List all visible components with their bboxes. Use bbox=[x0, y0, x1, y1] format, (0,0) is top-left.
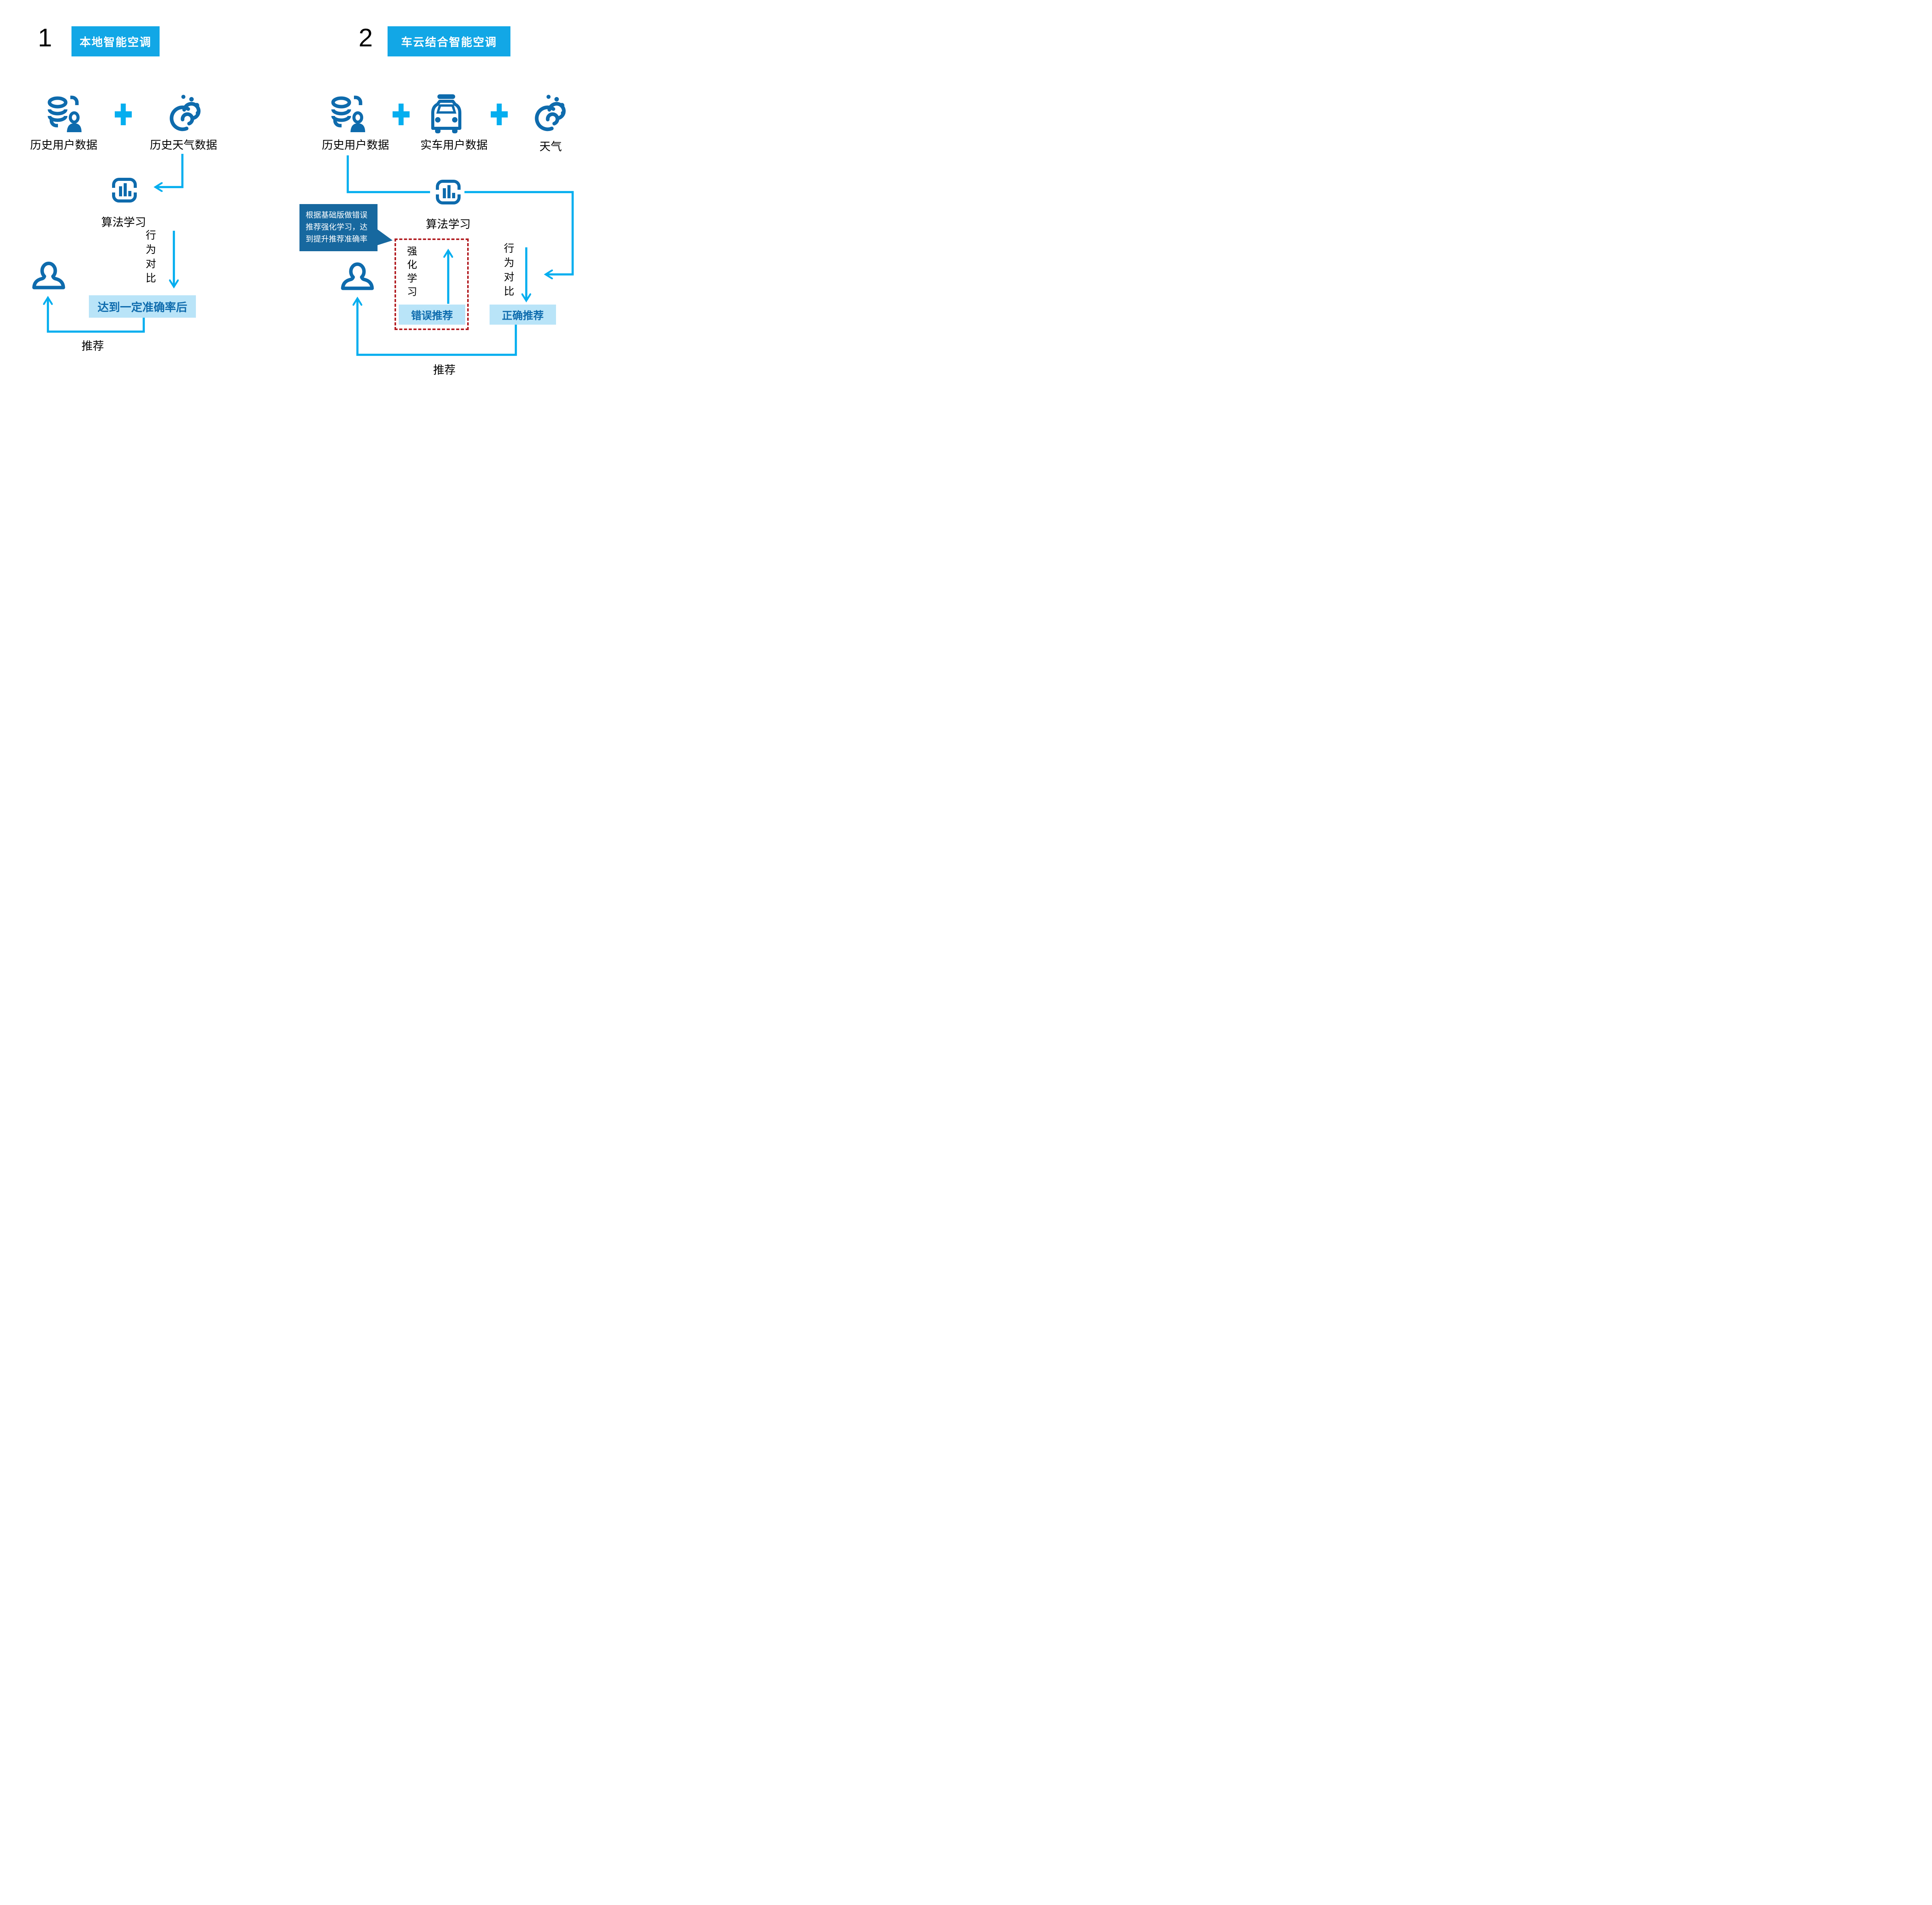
section1-number: 1 bbox=[38, 23, 52, 52]
section2-reinforce-label: 强化学习 bbox=[406, 246, 417, 300]
section1-input2-label: 历史天气数据 bbox=[150, 139, 217, 152]
person-icon bbox=[340, 260, 375, 291]
arrow-loop-to-user-right bbox=[357, 299, 517, 356]
section2-title: 车云结合智能空调 bbox=[388, 26, 510, 56]
plus-icon bbox=[391, 104, 411, 125]
arrow-weather-to-algorithm bbox=[156, 154, 184, 187]
line-userdata-to-algorithm bbox=[347, 155, 430, 193]
section1-input1-label: 历史用户数据 bbox=[30, 139, 97, 152]
section2-input1-label: 历史用户数据 bbox=[321, 139, 389, 152]
arrow-algorithm-to-behavior bbox=[464, 191, 574, 274]
callout-bubble: 根据基础版做错误推荐强化学习，达到提升推荐准确率 bbox=[299, 204, 393, 251]
reinforcement-dashed-box bbox=[395, 238, 469, 330]
callout-text: 根据基础版做错误推荐强化学习，达到提升推荐准确率 bbox=[306, 211, 367, 244]
section1-recommend-label: 推荐 bbox=[81, 340, 104, 352]
section2-wrong-box: 错误推荐 bbox=[399, 305, 465, 325]
plus-icon bbox=[113, 104, 133, 125]
section2-input2-label: 实车用户数据 bbox=[420, 139, 488, 152]
connector-arrows-layer bbox=[0, 154, 574, 356]
section1-title: 本地智能空调 bbox=[71, 26, 160, 56]
person-icon bbox=[31, 260, 66, 291]
diagram-canvas: 1 本地智能空调 bbox=[0, 0, 594, 381]
section1-algorithm-label: 算法学习 bbox=[101, 216, 146, 229]
plus-icon bbox=[489, 104, 509, 125]
section1-accuracy-box: 达到一定准确率后 bbox=[89, 295, 196, 318]
callout-tail bbox=[376, 228, 393, 246]
arrow-loop-to-user-left bbox=[48, 298, 145, 333]
algorithm-icon bbox=[434, 177, 463, 207]
section2-right-box: 正确推荐 bbox=[490, 305, 556, 325]
section1-behavior-compare-label: 行为对比 bbox=[144, 230, 156, 287]
car-icon bbox=[425, 93, 468, 135]
section2-recommend-label: 推荐 bbox=[433, 364, 456, 376]
section2-behavior-compare-label: 行为对比 bbox=[502, 243, 514, 300]
database-user-icon bbox=[329, 94, 370, 134]
section2-input3-label: 天气 bbox=[539, 141, 562, 153]
weather-cloud-icon bbox=[162, 93, 203, 133]
algorithm-icon bbox=[110, 175, 139, 205]
database-user-icon bbox=[46, 94, 86, 134]
section2-algorithm-label: 算法学习 bbox=[425, 218, 471, 231]
weather-cloud-icon bbox=[527, 93, 568, 133]
section2-number: 2 bbox=[359, 23, 373, 52]
